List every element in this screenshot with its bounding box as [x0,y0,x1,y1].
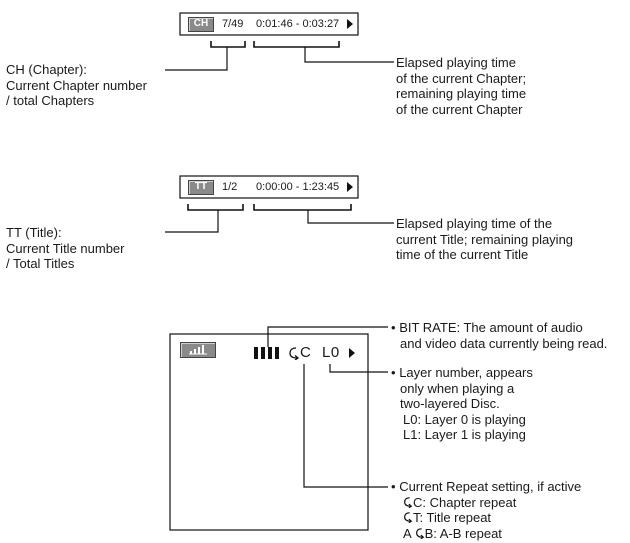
bullet: • [391,479,396,494]
repeat-label-heading: Current Repeat setting, if active [399,479,582,494]
layer-label: • Layer number, appears only when playin… [391,365,533,443]
title-display-frame [179,175,359,199]
chapter-display-frame [179,12,359,36]
repeat-label: • Current Repeat setting, if active C: C… [391,479,581,541]
bitrate-display-frame [169,333,369,531]
chapter-right-label-line: of the current Chapter [396,101,523,117]
chapter-left-label-line: / total Chapters [6,93,95,108]
chapter-left-label-line: CH (Chapter): [6,62,87,77]
title-right-label-line: time of the current Title [396,247,529,262]
title-number-bracket [187,204,244,211]
title-bracket-leader [165,210,219,233]
title-badge-icon: TT [188,180,214,195]
repeat-item-text: C: Chapter repeat [413,494,517,510]
repeat-item: C: Chapter repeat [391,495,581,511]
chapter-right-label-line: remaining playing time [396,86,527,101]
repeat-item-text: T: Title repeat [413,510,492,525]
chapter-time-bracket [253,41,340,48]
chapter-left-label-line: Current Chapter number [6,77,147,93]
signal-bars-icon [180,342,216,358]
title-right-label-line: current Title; remaining playing [396,231,574,247]
chapter-left-label: CH (Chapter): Current Chapter number / t… [6,62,147,109]
layer-label-line: only when playing a [400,380,515,396]
chapter-bracket-leader [165,47,228,71]
repeat-item: T: Title repeat [391,510,581,526]
bitrate-bars-icon [254,347,279,359]
repeat-item-text: B: A-B repeat [424,525,502,541]
chapter-badge-icon: CH [188,17,214,32]
repeat-indicator: C [300,344,312,361]
title-time: 0:00:00 - 1:23:45 [256,181,340,193]
repeat-arrow-icon [289,347,300,360]
title-right-label-line: Elapsed playing time of the [396,216,553,231]
title-left-label-line: Current Title number [6,240,125,256]
play-arrow-icon [347,182,353,192]
title-time-leader [307,210,394,224]
layer-indicator: L0 [322,344,340,361]
title-count: 1/2 [222,181,238,193]
repeat-arrow-icon [415,527,424,539]
bullet: • [391,320,396,335]
title-right-label: Elapsed playing time of the current Titl… [396,216,573,263]
layer-label-line: two-layered Disc. [400,396,500,411]
chapter-right-label-line: Elapsed playing time [396,55,516,70]
bitrate-label: • BIT RATE: The amount of audio and vide… [391,320,607,351]
play-arrow-icon [349,348,355,358]
bitrate-label-line: and video data currently being read. [400,335,608,351]
title-left-label: TT (Title): Current Title number / Total… [6,225,125,272]
chapter-right-label-line: of the current Chapter; [396,70,527,86]
layer-label-line: L1: Layer 1 is playing [403,427,526,442]
repeat-item-prefix: A [403,525,411,541]
bitrate-leader [267,326,388,347]
repeat-leader [303,364,388,488]
title-time-bracket [253,204,352,211]
chapter-count: 7/49 [222,18,244,30]
bullet: • [391,365,396,380]
chapter-time: 0:01:46 - 0:03:27 [256,18,340,30]
repeat-item: A B: A-B repeat [391,526,581,542]
layer-label-line: L0: Layer 0 is playing [403,411,526,427]
title-left-label-line: TT (Title): [6,225,62,240]
chapter-right-label: Elapsed playing time of the current Chap… [396,55,526,117]
bitrate-label-line: BIT RATE: The amount of audio [399,320,583,335]
play-arrow-icon [347,19,353,29]
layer-leader [329,364,388,373]
chapter-time-leader [304,47,394,63]
title-left-label-line: / Total Titles [6,256,75,271]
chapter-number-bracket [210,41,246,48]
layer-label-line: Layer number, appears [399,365,533,380]
repeat-arrow-icon [404,512,413,524]
repeat-arrow-icon [404,496,413,508]
